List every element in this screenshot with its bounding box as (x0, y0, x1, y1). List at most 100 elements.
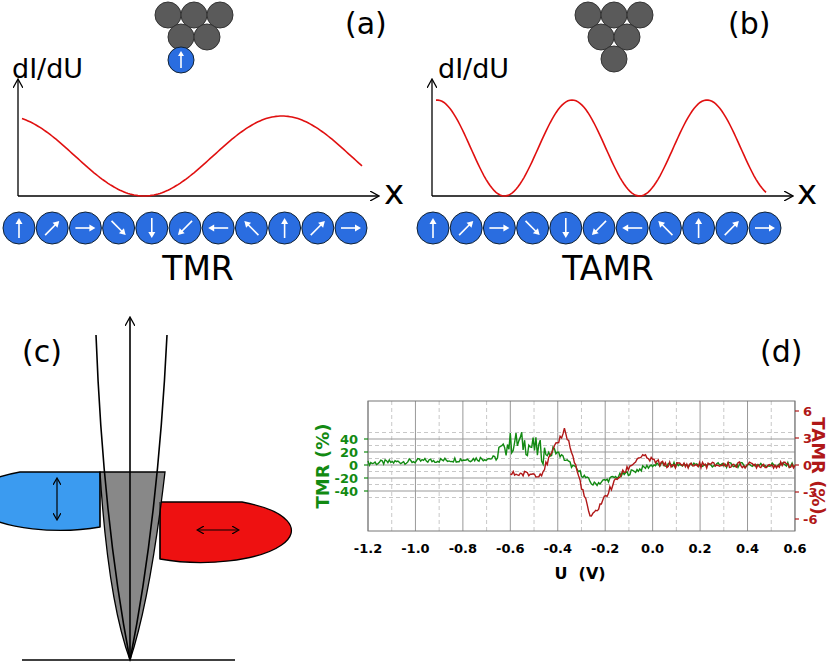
spin-arrow (467, 221, 474, 228)
spin-atom (3, 212, 35, 244)
grid-line (368, 497, 795, 498)
spin-arrow (318, 221, 325, 228)
panel-letter: (d) (760, 337, 802, 367)
tick-label: 3 (803, 432, 812, 445)
tick-label: 0.0 (641, 542, 664, 555)
spin-atom (450, 212, 482, 244)
dos-sketch (0, 318, 291, 660)
tick (795, 518, 799, 519)
tmr-trace (368, 432, 795, 485)
tick (364, 477, 368, 478)
axis-title: x (797, 175, 817, 209)
tick-label: -6 (803, 513, 817, 526)
panel-letter: (a) (345, 9, 387, 39)
spin-arrow (244, 221, 251, 228)
spin-arrow (562, 232, 569, 238)
axis-title: dI/dU (12, 55, 83, 82)
panel-title: TAMR (562, 252, 654, 285)
spin-arrow (89, 225, 95, 232)
tick-label: -1.2 (354, 542, 382, 555)
tick (364, 438, 368, 439)
plot-frame (368, 401, 795, 531)
tick (364, 490, 368, 491)
spin-arrow (769, 225, 775, 232)
magnetic-tip (155, 2, 233, 73)
spin-atom (483, 212, 515, 244)
grid-line (368, 471, 795, 472)
grid-line (368, 491, 795, 492)
tick-label: 0 (803, 459, 812, 472)
tick-label: 40 (340, 433, 358, 446)
spin-arrow (695, 218, 702, 224)
spin-arrow (503, 225, 509, 232)
tick-label: 0.6 (783, 542, 806, 555)
spin-arrow (430, 218, 437, 224)
chart-grid (364, 401, 799, 531)
tick (795, 491, 799, 492)
spin-arrow (178, 228, 185, 235)
tick (364, 451, 368, 452)
spin-atom (103, 212, 135, 244)
spin-atom (550, 212, 582, 244)
tick-label: -0.4 (544, 542, 572, 555)
spin-atom (36, 212, 68, 244)
spin-arrow (281, 218, 288, 224)
tick-label: -0.8 (449, 542, 477, 555)
spin-arrow (732, 221, 739, 228)
spin-atom (302, 212, 334, 244)
grid-line (368, 458, 795, 459)
tick-label: 0.2 (689, 542, 712, 555)
spin-atom (69, 212, 101, 244)
tip-atom (194, 24, 220, 50)
spin-atom (583, 212, 615, 244)
spin-atom (749, 212, 781, 244)
grid-line (415, 401, 416, 531)
panel-letter: (c) (22, 337, 62, 367)
axis-title: U (V) (554, 566, 605, 582)
spin-atom (616, 212, 648, 244)
grid-line (368, 432, 795, 433)
axis-title: TMR (%) (314, 424, 332, 509)
spin-arrow (355, 225, 361, 232)
tick (364, 464, 368, 465)
tick-label: -3 (803, 486, 817, 499)
grid-line (510, 401, 511, 531)
spin-atom (202, 212, 234, 244)
spin-atom (235, 212, 267, 244)
tip-atom (168, 24, 194, 50)
grid-line (368, 445, 795, 446)
tmr-curve (22, 116, 362, 196)
tick-label: 0 (349, 459, 358, 472)
spin-atom (683, 212, 715, 244)
spin-atom (169, 212, 201, 244)
spin-atom (269, 212, 301, 244)
spin-arrow (658, 221, 665, 228)
spin-atom (517, 212, 549, 244)
tick-label: 20 (340, 446, 358, 459)
axes-b (432, 80, 792, 196)
spin-spiral-chain (417, 212, 781, 244)
tick-label: 0.4 (736, 542, 759, 555)
spin-atom (335, 212, 367, 244)
tick (795, 410, 799, 411)
grid-line (581, 401, 582, 531)
spin-atom (649, 212, 681, 244)
spin-arrow (16, 218, 23, 224)
tick-label: 6 (803, 405, 812, 418)
grid-line (368, 452, 795, 453)
axis-title: dI/dU (438, 55, 509, 82)
spin-arrow (533, 228, 540, 235)
spin-arrow (53, 221, 60, 228)
panel-letter: (b) (728, 9, 770, 39)
magnetic-atom (168, 47, 194, 73)
spin-arrow (148, 232, 155, 238)
grid-line (486, 401, 487, 531)
tick-label: -20 (335, 472, 359, 485)
grid-line (439, 401, 440, 531)
tip-atom (601, 46, 627, 72)
grid-line (534, 401, 535, 531)
tick-label: -40 (335, 485, 359, 498)
grid-line (462, 401, 463, 531)
grid-line (391, 401, 392, 531)
